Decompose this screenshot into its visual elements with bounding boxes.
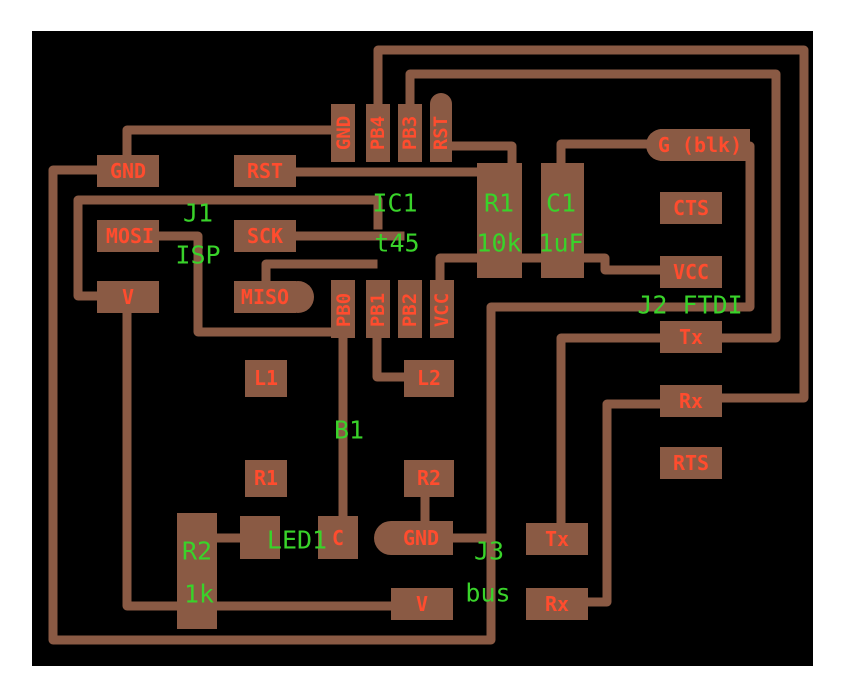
- label-rts: RTS: [673, 451, 709, 475]
- pad-pb0: [331, 280, 355, 338]
- pad-r2-body: [177, 513, 217, 629]
- pad-led-a: [240, 516, 280, 559]
- label-vcc-ftdi: VCC: [673, 260, 709, 284]
- label-l2: L2: [417, 366, 441, 390]
- label-c-led: C: [332, 526, 344, 550]
- pad-tx-ftdi: [660, 321, 722, 353]
- label-gnd-j1: GND: [110, 159, 146, 183]
- label-pb1: PB1: [367, 293, 389, 327]
- trace-v-ic: [73, 195, 383, 301]
- pad-rst-ic-round: [430, 93, 452, 115]
- label-c1: C1: [546, 189, 576, 218]
- label-bus: bus: [465, 579, 510, 608]
- pad-tx-bus: [526, 523, 588, 555]
- label-rx-bus: Rx: [545, 592, 569, 616]
- label-r2: R2: [182, 537, 212, 566]
- label-tx-ftdi: Tx: [679, 325, 703, 349]
- label-v-j1: V: [122, 285, 134, 309]
- label-tx-bus: Tx: [545, 527, 569, 551]
- label-miso: MISO: [241, 285, 289, 309]
- pad-vcc-ic: [430, 280, 454, 338]
- pad-gnd-bus-round: [374, 521, 408, 555]
- label-pb0: PB0: [333, 293, 355, 327]
- pad-mosi: [97, 220, 159, 252]
- label-b1: B1: [334, 416, 364, 445]
- trace-tx-bus: [556, 333, 695, 543]
- pad-rst-j1: [234, 155, 296, 187]
- pad-r1-lower: [245, 460, 287, 497]
- label-r1: R1: [484, 189, 514, 218]
- pad-v-j1: [97, 281, 159, 313]
- pad-rst-ic: [430, 104, 452, 162]
- label-j2-ftdi: J2 FTDI: [637, 291, 742, 320]
- pad-v-bus: [391, 588, 453, 620]
- label-led1: LED1: [267, 526, 327, 555]
- label-gnd-bus: GND: [403, 526, 439, 550]
- pad-led-c: [318, 516, 358, 559]
- pad-l2: [404, 360, 454, 397]
- pad-rts: [660, 447, 722, 479]
- label-l1: L1: [254, 366, 278, 390]
- label-isp: ISP: [175, 241, 220, 270]
- pad-cts: [660, 192, 722, 224]
- pad-c1: [541, 163, 584, 278]
- pad-pb3: [398, 104, 422, 162]
- pad-pb4: [366, 104, 390, 162]
- label-rst-ic: RST: [430, 116, 452, 150]
- label-r2-upper: R2: [417, 466, 441, 490]
- label-r2-value: 1k: [184, 580, 214, 609]
- label-mosi: MOSI: [106, 224, 154, 248]
- label-r1-value: 10k: [476, 229, 521, 258]
- label-pb3: PB3: [399, 116, 421, 150]
- label-sck: SCK: [247, 224, 283, 248]
- pads: [97, 93, 750, 629]
- label-v-bus: V: [416, 592, 428, 616]
- label-pb4: PB4: [367, 116, 389, 150]
- label-cts: CTS: [673, 196, 709, 220]
- label-vcc-ic: VCC: [431, 293, 453, 327]
- pad-r1: [477, 163, 522, 278]
- label-g-blk: G (blk): [658, 133, 742, 157]
- label-rst-j1: RST: [247, 159, 283, 183]
- pad-gnd-ic: [331, 104, 355, 162]
- trace-pb4-rx: [373, 45, 809, 403]
- label-j1: J1: [183, 199, 213, 228]
- label-j3: J3: [474, 537, 504, 566]
- pad-l1: [245, 360, 287, 397]
- pad-pb1: [366, 280, 390, 338]
- label-ic1: IC1: [372, 189, 417, 218]
- trace-vcc: [435, 253, 695, 281]
- label-r1-lower: R1: [254, 466, 278, 490]
- pad-vcc-ftdi: [660, 256, 722, 288]
- pad-gnd-j1: [97, 155, 159, 187]
- pad-rx-bus: [526, 588, 588, 620]
- label-c1-value: 1uF: [538, 229, 583, 258]
- label-gnd-ic: GND: [333, 116, 355, 150]
- label-t45: t45: [374, 229, 419, 258]
- trace-v-bus: [122, 291, 430, 611]
- pad-sck: [234, 220, 296, 252]
- pad-pb2: [398, 280, 422, 338]
- pad-g-blk-round: [646, 129, 678, 161]
- label-pb2: PB2: [399, 293, 421, 327]
- pad-r2-upper: [404, 460, 454, 497]
- trace-gnd-outer: [48, 141, 755, 645]
- pad-miso-round: [282, 281, 314, 313]
- pad-rx-ftdi: [660, 385, 722, 417]
- label-rx-ftdi: Rx: [679, 389, 703, 413]
- trace-pb3-tx: [405, 69, 781, 343]
